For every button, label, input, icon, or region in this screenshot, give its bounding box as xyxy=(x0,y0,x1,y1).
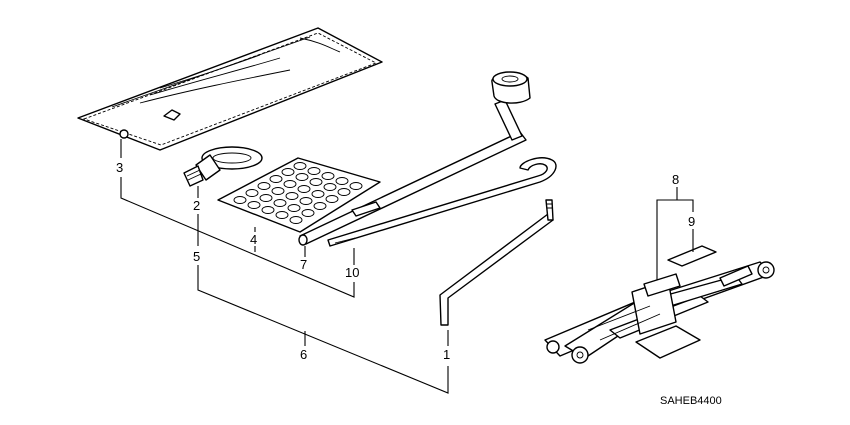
callout-3: 3 xyxy=(116,160,123,175)
callout-7: 7 xyxy=(300,257,307,272)
callout-2: 2 xyxy=(193,198,200,213)
callout-4: 4 xyxy=(250,232,257,247)
towing-hook xyxy=(183,146,263,187)
callout-9: 9 xyxy=(688,214,695,229)
diagram-code: SAHEB4400 xyxy=(660,395,722,407)
callout-5: 5 xyxy=(193,249,200,264)
jack-handle-extension xyxy=(439,199,554,326)
leader-lines xyxy=(120,139,694,394)
callout-6: 6 xyxy=(300,347,307,362)
caution-label xyxy=(667,245,717,267)
wheel-chock-mat xyxy=(217,157,381,233)
callout-8: 8 xyxy=(672,172,679,187)
callout-1: 1 xyxy=(443,347,450,362)
tool-bag xyxy=(77,27,383,151)
jack-handle-bar xyxy=(327,157,557,247)
scissor-jack xyxy=(544,261,775,364)
callout-10: 10 xyxy=(345,265,359,280)
